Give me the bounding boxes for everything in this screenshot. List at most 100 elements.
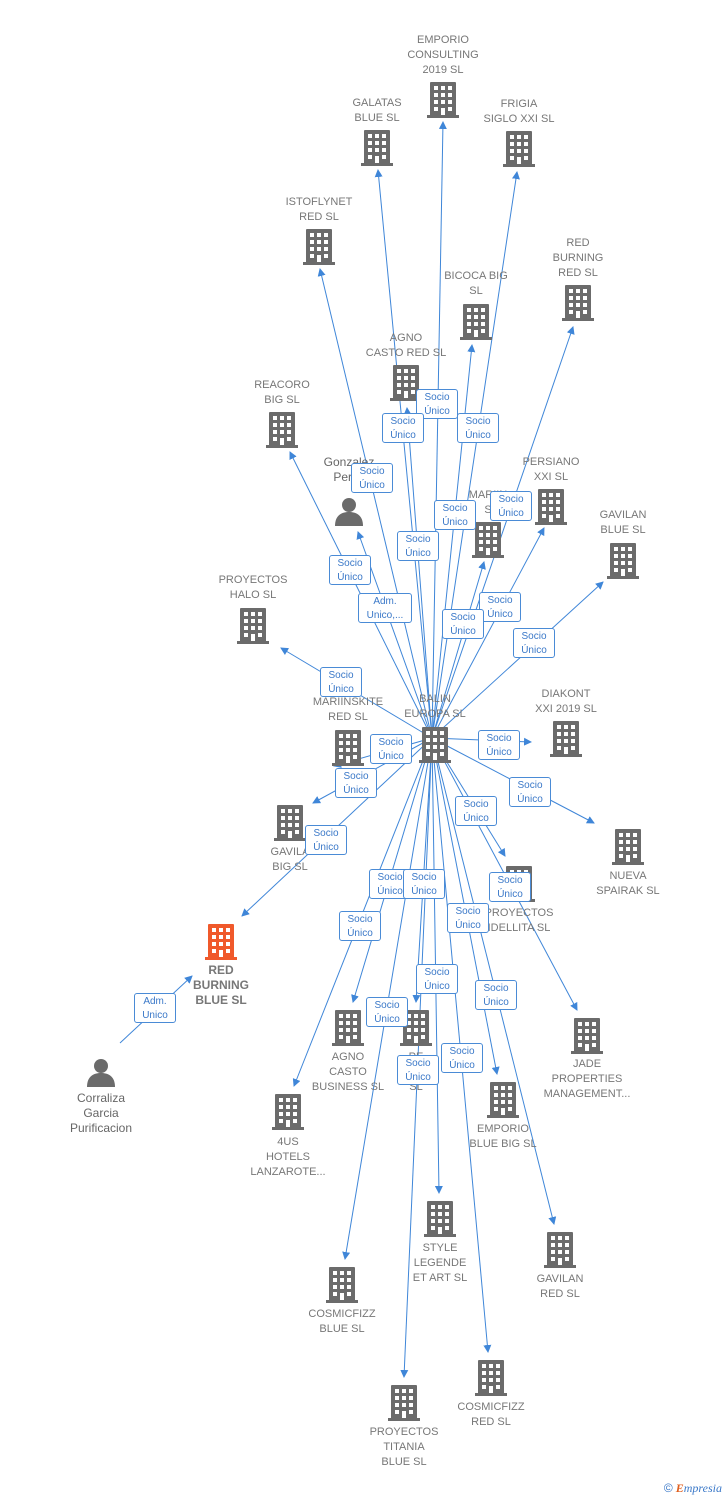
relation-detail: Único	[450, 626, 476, 637]
building-icon-red-burning-blue[interactable]	[205, 924, 237, 960]
relation-badge-corraliza-to-red-burning-blue[interactable]: Adm.Unico	[134, 993, 176, 1023]
building-icon-agno-casto-business[interactable]	[332, 1010, 364, 1046]
person-icon-gonzalez[interactable]	[335, 498, 363, 526]
edge-balin-to-red-burning-red	[431, 326, 575, 739]
building-icon-balin[interactable]	[419, 727, 451, 763]
building-icon-red-burning-red[interactable]	[562, 285, 594, 321]
edge-balin-to-emporio-consulting	[431, 121, 447, 739]
building-icon-diakont[interactable]	[550, 721, 582, 757]
building-icon-galatas[interactable]	[361, 130, 393, 166]
building-icon-gavilan-big[interactable]	[274, 805, 306, 841]
relation-detail: Único	[378, 751, 404, 762]
building-icon-gavilan-blue[interactable]	[607, 543, 639, 579]
relation-type: Socio	[424, 392, 450, 403]
building-icon-frigia[interactable]	[503, 131, 535, 167]
relation-type: Socio	[377, 872, 403, 883]
building-icon-proyectos-titania[interactable]	[388, 1385, 420, 1421]
building-icon-mariin[interactable]	[472, 522, 504, 558]
relation-type: Socio	[521, 631, 547, 642]
building-icon-4us[interactable]	[272, 1094, 304, 1130]
building-icon-gavilan-red[interactable]	[544, 1232, 576, 1268]
building-icon-mariinskite[interactable]	[332, 730, 364, 766]
building-icon-istoflynet[interactable]	[303, 229, 335, 265]
building-icon-cosmicfizz-blue[interactable]	[326, 1267, 358, 1303]
building-icon-nueva-spairak[interactable]	[612, 829, 644, 865]
relation-type: Socio	[498, 494, 524, 505]
relation-detail: Único	[343, 785, 369, 796]
building-icon-style-legende[interactable]	[424, 1201, 456, 1237]
empresia-logo: ©Empresia	[663, 1481, 722, 1495]
person-icon-corraliza[interactable]	[87, 1059, 115, 1087]
relation-type: Socio	[450, 612, 476, 623]
edge-balin-to-frigia	[431, 171, 520, 739]
building-icon-emporio-blue-big[interactable]	[487, 1082, 519, 1118]
building-icon-proyectos-halo[interactable]	[237, 608, 269, 644]
relation-detail: Único	[463, 813, 489, 824]
relation-detail: Único	[497, 889, 523, 900]
relation-detail: Único	[411, 886, 437, 897]
relation-badge-balin-to-gonzalez[interactable]: Adm.Unico,...	[358, 593, 412, 623]
relation-type: Socio	[374, 1000, 400, 1011]
building-icon-cosmicfizz-red[interactable]	[475, 1360, 507, 1396]
building-icon-jade[interactable]	[571, 1018, 603, 1054]
edge-balin-to-istoflynet	[317, 268, 433, 739]
building-icon-reacoro[interactable]	[266, 412, 298, 448]
relation-detail: Único	[390, 430, 416, 441]
